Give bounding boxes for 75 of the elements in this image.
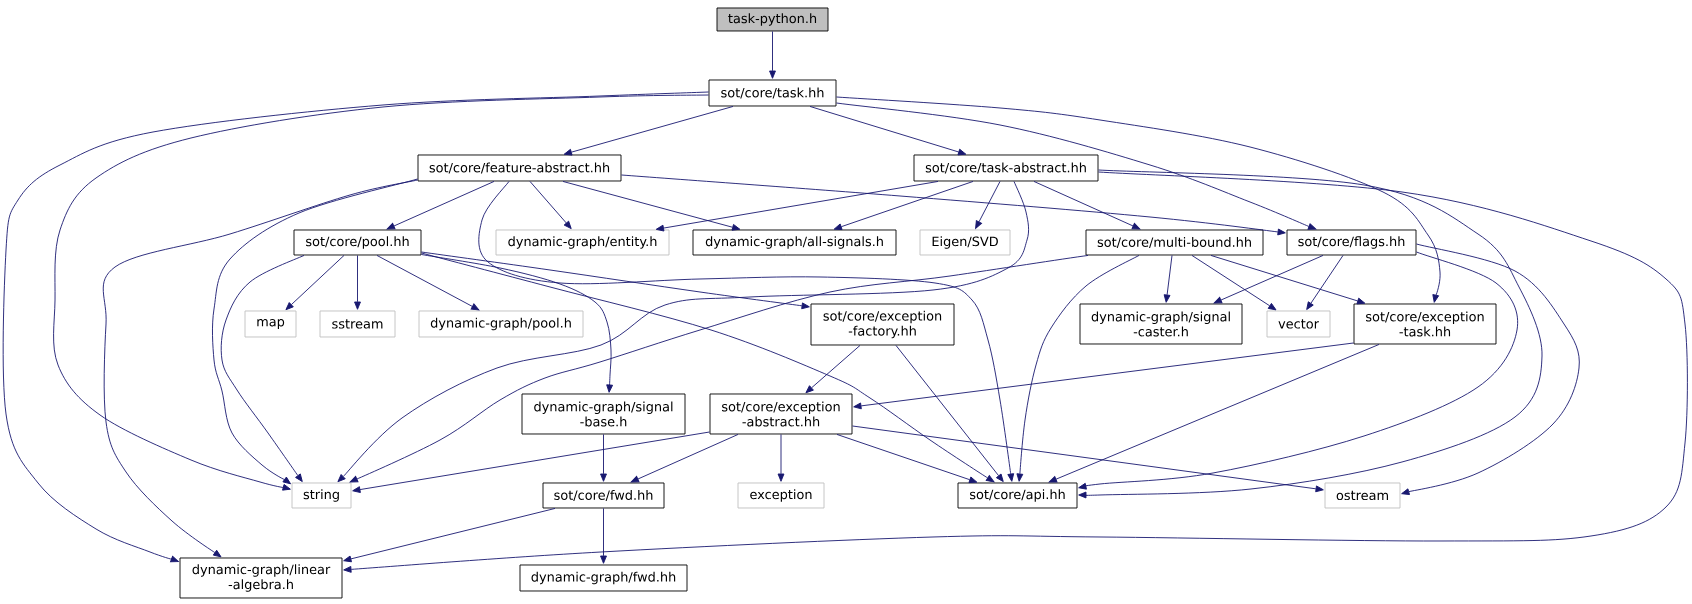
- file-box: Eigen/SVD: [919, 229, 1011, 256]
- file-box: sot/core/api.hh: [957, 482, 1078, 509]
- arrow: [852, 425, 1324, 493]
- arrow: [562, 181, 741, 231]
- arrow: [836, 102, 1317, 230]
- arrow: [1191, 255, 1277, 311]
- arrow: [352, 431, 710, 493]
- file-box: sot/core/exception -task.hh: [1353, 303, 1497, 345]
- arrow: [1033, 181, 1141, 230]
- arrow: [421, 252, 995, 483]
- arrow: [621, 174, 1286, 236]
- file-box: dynamic-graph/fwd.hh: [519, 564, 688, 592]
- file-box: dynamic-graph/all-signals.h: [692, 229, 897, 256]
- file-box: sot/core/fwd.hh: [542, 482, 665, 509]
- arrow: [1213, 255, 1324, 304]
- arrow: [343, 171, 1688, 573]
- arrow: [529, 181, 572, 230]
- arrow: [630, 434, 739, 483]
- file-box: ostream: [1324, 482, 1401, 509]
- arrow: [975, 181, 1001, 229]
- arrow: [655, 181, 939, 232]
- file-box: dynamic-graph/linear -algebra.h: [179, 557, 343, 599]
- arrow: [349, 255, 1089, 483]
- arrow: [285, 255, 345, 311]
- file-box: sot/core/exception -factory.hh: [810, 303, 955, 346]
- file-box: sot/core/task.hh: [708, 79, 837, 107]
- arrow: [354, 255, 361, 310]
- arrow: [2, 91, 709, 563]
- arrow: [376, 255, 480, 311]
- file-box: dynamic-graph/entity.h: [495, 229, 670, 256]
- arrow: [600, 434, 607, 482]
- file-box: dynamic-graph/signal -caster.h: [1079, 303, 1243, 345]
- arrow: [421, 254, 614, 393]
- arrow: [337, 181, 1030, 483]
- file-box: dynamic-graph/pool.h: [418, 310, 584, 338]
- arrow: [1163, 255, 1173, 303]
- root-file-box: task-python.h: [716, 7, 829, 32]
- arrow: [895, 345, 1004, 482]
- arrow: [386, 181, 495, 230]
- arrow: [769, 31, 776, 79]
- arrow: [220, 255, 305, 482]
- arrow: [421, 251, 810, 310]
- file-box: sot/core/exception -abstract.hh: [709, 393, 853, 435]
- arrow: [1048, 344, 1380, 483]
- arrow: [212, 178, 418, 485]
- file-box: vector: [1266, 310, 1331, 338]
- arrow: [1078, 251, 1519, 490]
- file-box: dynamic-graph/signal -base.h: [521, 393, 686, 435]
- file-box: sstream: [319, 310, 396, 338]
- arrow: [1306, 255, 1344, 310]
- arrow: [777, 434, 785, 482]
- arrow: [343, 508, 556, 563]
- file-box: sot/core/task-abstract.hh: [913, 154, 1099, 182]
- arrow: [563, 106, 734, 156]
- arrow: [853, 342, 1354, 410]
- arrow: [478, 181, 1015, 482]
- arrow: [833, 181, 974, 230]
- file-box: sot/core/multi-bound.hh: [1085, 229, 1264, 256]
- arrow: [1016, 255, 1140, 482]
- arrow: [1401, 243, 1580, 495]
- arrow: [53, 94, 709, 491]
- file-box: exception: [737, 482, 825, 509]
- file-box: string: [291, 482, 352, 509]
- arrow: [805, 345, 861, 394]
- file-box: map: [244, 310, 297, 338]
- arrow: [102, 179, 418, 558]
- arrow: [836, 434, 978, 484]
- file-box: sot/core/feature-abstract.hh: [417, 154, 622, 182]
- arrow: [600, 508, 607, 564]
- arrow: [1210, 255, 1366, 305]
- arrow: [836, 96, 1441, 303]
- file-box: sot/core/pool.hh: [293, 229, 422, 256]
- arrow: [1078, 169, 1543, 499]
- arrow: [809, 106, 967, 156]
- file-box: sot/core/flags.hh: [1286, 229, 1417, 256]
